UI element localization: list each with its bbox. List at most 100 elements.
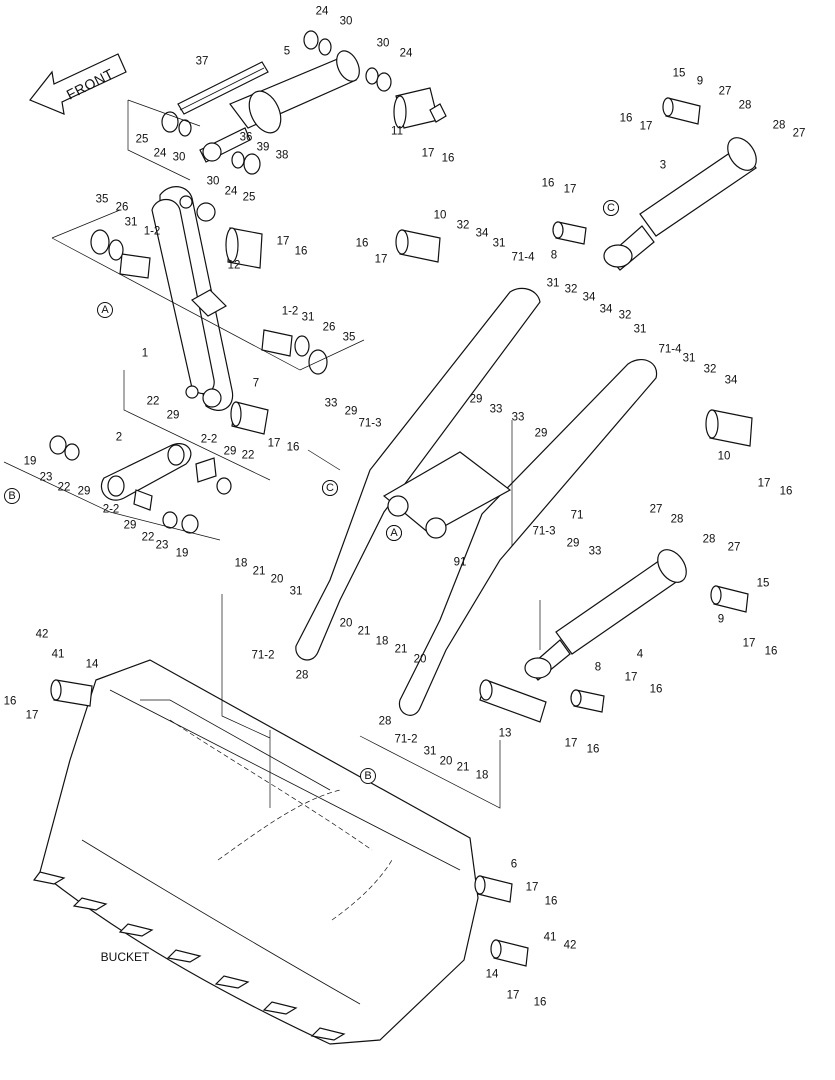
part-callout: 26 <box>115 201 129 214</box>
part-callout: 17 <box>639 120 653 133</box>
part-callout: 8 <box>594 661 602 674</box>
part-callout: 29 <box>223 445 237 458</box>
part-callout: 15 <box>672 67 686 80</box>
part-callout: 39 <box>256 141 270 154</box>
bucket-teeth <box>32 871 346 1041</box>
part-callout: 24 <box>153 147 167 160</box>
boom-arm-right <box>398 359 658 716</box>
part-callout: 18 <box>234 557 248 570</box>
part-callout: 16 <box>779 485 793 498</box>
pin-10-right <box>705 409 753 447</box>
part-callout: 27 <box>792 127 806 140</box>
part-callout: 22 <box>141 531 155 544</box>
part-callout: 17 <box>624 671 638 684</box>
bushings-1-2 <box>90 229 328 375</box>
pin-13 <box>479 679 547 723</box>
part-callout: 10 <box>433 209 447 222</box>
part-callout: 29 <box>566 537 580 550</box>
pin-10-left <box>395 229 441 263</box>
boom-arm-left <box>295 287 541 661</box>
part-callout: 35 <box>95 193 109 206</box>
part-callout: 5 <box>283 45 291 58</box>
part-callout: 28 <box>702 533 716 546</box>
bucket <box>32 659 479 1045</box>
part-callout: 14 <box>85 658 99 671</box>
part-callout: 23 <box>155 539 169 552</box>
part-callout: 71-4 <box>511 251 535 264</box>
part-callout: 34 <box>724 374 738 387</box>
part-callout: 16 <box>649 683 663 696</box>
view-marker-a: A <box>386 525 402 541</box>
part-callout: 4 <box>636 648 644 661</box>
part-callout: 30 <box>172 151 186 164</box>
part-callout: 36 <box>239 131 253 144</box>
part-callout: 22 <box>146 395 160 408</box>
front-arrow-icon <box>29 53 127 115</box>
part-callout: 17 <box>421 147 435 160</box>
tilt-link-2 <box>49 435 232 534</box>
part-callout: 29 <box>469 393 483 406</box>
part-callout: 17 <box>742 637 756 650</box>
pin-9-lower <box>710 585 749 613</box>
front-label: FRONT <box>63 65 117 103</box>
part-callout: 30 <box>206 175 220 188</box>
part-callout: 34 <box>599 303 613 316</box>
view-marker-c: C <box>603 200 619 216</box>
part-callout: 18 <box>375 635 389 648</box>
part-callout: 71-2 <box>251 649 275 662</box>
part-callout: 16 <box>533 996 547 1009</box>
part-callout: 28 <box>378 715 392 728</box>
part-callout: 6 <box>510 858 518 871</box>
part-callout: 2-2 <box>102 503 120 516</box>
part-callout: 42 <box>35 628 49 641</box>
group-bracket-lines <box>3 99 541 809</box>
part-callout: 17 <box>506 989 520 1002</box>
part-callout: 17 <box>276 235 290 248</box>
part-callout: 20 <box>270 573 284 586</box>
part-callout: 16 <box>541 177 555 190</box>
pin-8-lower <box>570 689 605 713</box>
part-callout: 32 <box>456 219 470 232</box>
part-callout: 16 <box>441 152 455 165</box>
part-callout: 25 <box>135 133 149 146</box>
part-callout: 29 <box>77 485 91 498</box>
part-callout: 1-2 <box>281 305 299 318</box>
part-callout: 16 <box>544 895 558 908</box>
part-callout: 30 <box>376 37 390 50</box>
part-callout: 16 <box>619 112 633 125</box>
part-callout: 21 <box>357 625 371 638</box>
part-callout: 1 <box>141 347 149 360</box>
part-callout: 24 <box>224 185 238 198</box>
view-marker-b: B <box>360 768 376 784</box>
part-callout: 33 <box>588 545 602 558</box>
bell-crank-1 <box>151 186 234 411</box>
part-callout: 34 <box>582 291 596 304</box>
part-callout: 41 <box>51 648 65 661</box>
pin-9 <box>662 97 701 125</box>
part-callout: 32 <box>564 283 578 296</box>
pin-12 <box>225 227 263 269</box>
view-marker-b: B <box>4 488 20 504</box>
part-callout: 32 <box>618 309 632 322</box>
washers-group-top <box>161 30 392 175</box>
part-callout: 17 <box>563 183 577 196</box>
part-callout: 10 <box>717 450 731 463</box>
part-callout: 31 <box>546 277 560 290</box>
boom-cross-tube <box>382 451 512 539</box>
part-callout: 19 <box>23 455 37 468</box>
part-callout: 21 <box>456 761 470 774</box>
boom-cylinder-5 <box>199 50 360 163</box>
part-callout: 17 <box>757 477 771 490</box>
part-callout: 32 <box>703 363 717 376</box>
part-callout: 15 <box>756 577 770 590</box>
part-callout: 27 <box>727 541 741 554</box>
part-callout: 3 <box>659 159 667 172</box>
part-callout: 2 <box>115 431 123 444</box>
part-callout: 17 <box>525 881 539 894</box>
part-callout: 16 <box>286 441 300 454</box>
part-callout: 26 <box>322 321 336 334</box>
part-callout: 23 <box>39 471 53 484</box>
part-callout: 38 <box>275 149 289 162</box>
part-callout: 42 <box>563 939 577 952</box>
